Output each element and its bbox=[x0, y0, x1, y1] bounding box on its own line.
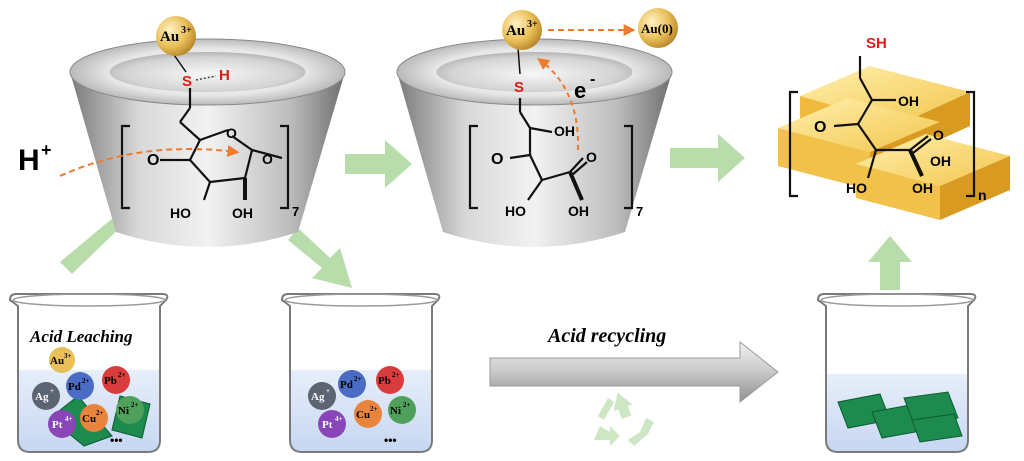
polymer-hydroxyl-bottom-right: OH bbox=[912, 180, 933, 196]
svg-text:2+: 2+ bbox=[403, 401, 411, 409]
repeat-subscript-7: 7 bbox=[292, 204, 299, 219]
svg-text:+: + bbox=[326, 387, 330, 395]
hydroxyl-right: OH bbox=[232, 205, 253, 221]
repeat-subscript-n: n bbox=[978, 187, 987, 203]
arrow-beaker-to-gold bbox=[868, 236, 912, 290]
acid-leaching-label: Acid Leaching bbox=[29, 327, 133, 346]
svg-text:2+: 2+ bbox=[131, 401, 139, 409]
arrow-cd2-to-gold bbox=[670, 134, 745, 182]
gold-ion-ball-2: Au 3+ bbox=[502, 10, 542, 50]
svg-text:3+: 3+ bbox=[181, 25, 192, 36]
svg-text:3+: 3+ bbox=[64, 352, 72, 360]
hydroxyl-left: HO bbox=[170, 205, 191, 221]
gold-ion-ball-1: Au 3+ bbox=[156, 16, 196, 56]
proton-attack-arrow bbox=[59, 145, 240, 177]
svg-text:2+: 2+ bbox=[392, 371, 400, 379]
svg-text:4+: 4+ bbox=[65, 415, 73, 423]
polymer-hydroxyl-right: OH bbox=[930, 153, 951, 169]
polymer-unit bbox=[788, 56, 976, 198]
polymer-aldehyde-oxygen: O bbox=[933, 127, 944, 143]
svg-text:4+: 4+ bbox=[335, 415, 343, 423]
chain-oxygen: O bbox=[491, 151, 503, 168]
svg-text:Pb: Pb bbox=[378, 375, 391, 387]
repeat-subscript-7b: 7 bbox=[636, 204, 643, 219]
polymer-hydroxyl-bottom-left: HO bbox=[846, 180, 867, 196]
svg-text:Ni: Ni bbox=[118, 405, 129, 417]
gold-metal-ball: Au(0) bbox=[638, 8, 678, 48]
svg-text:2+: 2+ bbox=[354, 375, 362, 383]
chain-hydroxyl-top: OH bbox=[554, 123, 575, 139]
svg-text:Cu: Cu bbox=[82, 413, 96, 425]
svg-text:3+: 3+ bbox=[527, 19, 538, 30]
acid-recycling-label: Acid recycling bbox=[546, 325, 666, 347]
svg-text:2+: 2+ bbox=[82, 377, 90, 385]
more-ions-ellipsis-1: ••• bbox=[110, 433, 123, 447]
pcb-boards bbox=[837, 391, 963, 443]
electron-transfer-arrow bbox=[537, 57, 580, 151]
sulfur-label-2: S bbox=[514, 79, 524, 96]
open-chain-unit bbox=[468, 98, 634, 210]
svg-text:Pt: Pt bbox=[322, 419, 333, 431]
svg-text:Au(0): Au(0) bbox=[641, 21, 673, 36]
ring-oxygen: O bbox=[226, 125, 237, 141]
ring-oxygen-o4: O bbox=[147, 152, 159, 169]
gold-bars bbox=[778, 66, 1010, 220]
chain-hydroxyl-left: HO bbox=[505, 203, 526, 219]
svg-text:2+: 2+ bbox=[96, 409, 104, 417]
svg-text:+: + bbox=[41, 140, 52, 160]
svg-text:Pt: Pt bbox=[52, 419, 63, 431]
svg-text:Au: Au bbox=[506, 23, 525, 39]
glucose-unit-1 bbox=[120, 88, 290, 210]
cyclodextrin-cone-2: O OH O HO OH 7 S e - bbox=[396, 38, 673, 247]
recycle-icon bbox=[594, 392, 654, 446]
polymer-oxygen: O bbox=[814, 119, 826, 136]
polymer-hydroxyl-top: OH bbox=[898, 93, 919, 109]
arrow-cd-to-filtered bbox=[288, 228, 352, 288]
svg-text:2+: 2+ bbox=[118, 371, 126, 379]
svg-text:Ni: Ni bbox=[390, 405, 401, 417]
glycosidic-oxygen: O bbox=[262, 151, 273, 167]
svg-text:Pd: Pd bbox=[340, 379, 353, 391]
svg-text:2+: 2+ bbox=[370, 405, 378, 413]
beaker-pcb-residue bbox=[816, 293, 977, 453]
sulfur-label: S bbox=[182, 73, 192, 90]
chain-hydroxyl-right: OH bbox=[568, 203, 589, 219]
cyclodextrin-cone-1: O O O HO OH 7 S H bbox=[69, 38, 346, 247]
svg-text:Ag: Ag bbox=[311, 391, 325, 403]
thiol-hydrogen-label: H bbox=[219, 67, 230, 84]
aldehyde-oxygen: O bbox=[586, 149, 597, 165]
acid-recycling-arrow: Acid recycling bbox=[489, 325, 779, 404]
svg-text:+: + bbox=[50, 387, 54, 395]
svg-text:Pb: Pb bbox=[104, 375, 117, 387]
electron-label: e bbox=[574, 78, 586, 103]
more-ions-ellipsis-2: ••• bbox=[384, 433, 397, 447]
svg-text:H: H bbox=[18, 144, 40, 177]
svg-text:Pd: Pd bbox=[68, 381, 81, 393]
svg-text:Cu: Cu bbox=[356, 409, 370, 421]
proton-label: H + bbox=[18, 140, 52, 177]
svg-text:Au: Au bbox=[160, 29, 179, 45]
arrow-cd1-to-cd2 bbox=[345, 140, 412, 188]
svg-text:Ag: Ag bbox=[35, 391, 49, 403]
thiol-label: SH bbox=[866, 35, 887, 52]
svg-text:Au: Au bbox=[50, 355, 64, 367]
electron-charge: - bbox=[590, 71, 595, 88]
